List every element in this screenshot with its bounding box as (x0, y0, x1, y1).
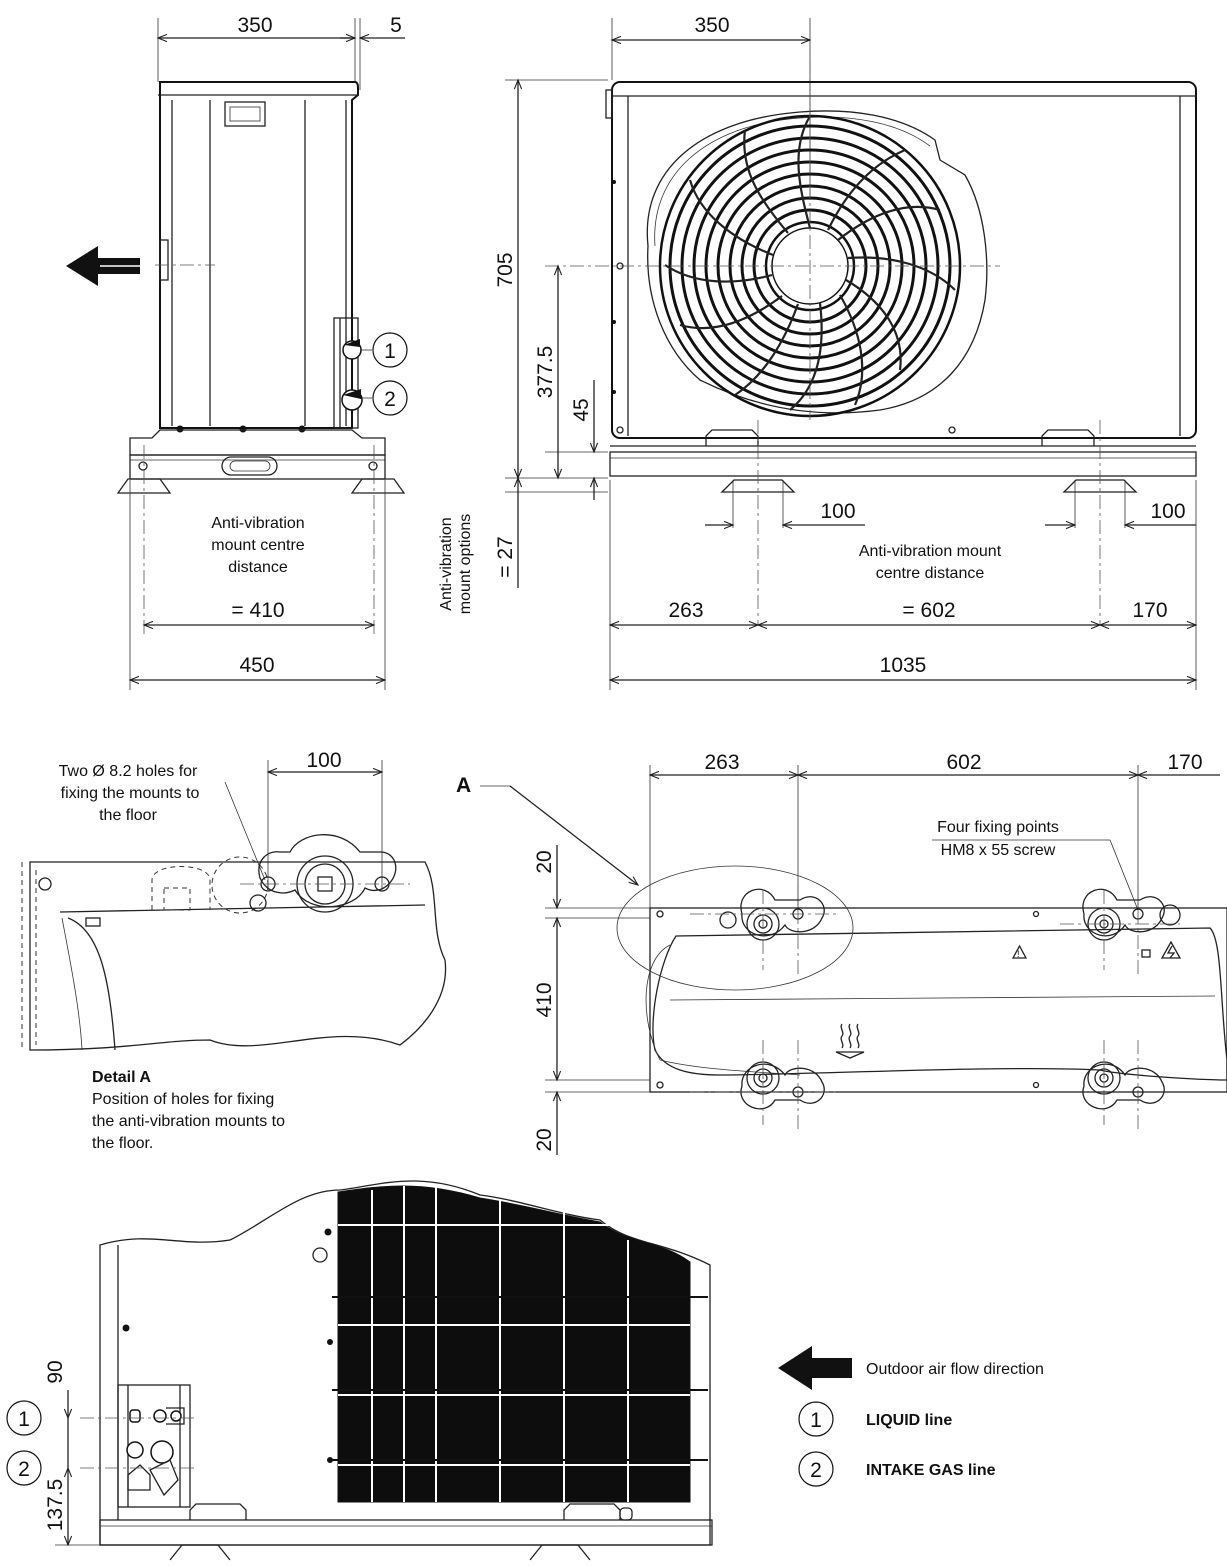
detail-title: Detail A (92, 1069, 151, 1086)
warning-icon (1011, 944, 1028, 959)
svg-text:!: ! (1017, 949, 1020, 959)
detail-a: Two Ø 8.2 holes for fixing the mounts to… (21, 749, 447, 1152)
top-fixing-note-2: HM8 x 55 screw (941, 842, 1056, 859)
top-unit-body (652, 927, 1227, 1081)
side-valve-block (333, 317, 359, 429)
detail-hole-spacing-dim: 100 (306, 749, 341, 772)
side-depth-dim: 350 (237, 14, 272, 37)
front-base (609, 451, 1197, 477)
top-right-dim: 170 (1167, 751, 1202, 774)
bottom-margin-dim: 20 (533, 1128, 556, 1151)
manual-icon (1141, 949, 1151, 958)
front-cabinet (611, 81, 1197, 439)
legend-item-2-number: 2 (810, 1459, 822, 1482)
top-left-dim: 263 (704, 751, 739, 774)
front-mount-note-1: Anti-vibration mount (859, 543, 1002, 560)
side-mount-note-2: mount centre (211, 537, 304, 554)
detail-description-2: the anti-vibration mounts to (92, 1113, 285, 1130)
side-mount-note-3: distance (228, 559, 288, 576)
connection-callout-2: 2 (18, 1458, 30, 1481)
top-depth-dim: 410 (533, 982, 556, 1017)
connection-valve-panel (117, 1384, 191, 1508)
detail-description-1: Position of holes for fixing (92, 1091, 274, 1108)
front-mount-options-note-1: Anti-vibration (438, 517, 455, 610)
connection-liquid-pitch-dim: 90 (44, 1360, 67, 1383)
legend-item-2-label: INTAKE GAS line (866, 1462, 996, 1479)
top-base-plate (649, 907, 1227, 1093)
detail-marker: A (456, 774, 471, 797)
front-mount-right-dim: 100 (1150, 500, 1185, 523)
heat-icon (835, 1023, 865, 1059)
legend-airflow-label: Outdoor air flow direction (866, 1361, 1044, 1378)
side-cabinet (159, 81, 359, 429)
legend: Outdoor air flow direction 1 LIQUID line… (778, 1346, 1044, 1487)
front-height-dim: 705 (494, 252, 517, 287)
legend-item-1-label: LIQUID line (866, 1412, 952, 1429)
front-mount-left-dim: 100 (820, 500, 855, 523)
detail-base-plate (29, 861, 447, 1051)
top-centre-dim: 602 (946, 751, 981, 774)
electrical-warning-icon (1160, 940, 1182, 959)
detail-description-3: the floor. (92, 1135, 153, 1152)
connection-callout-1: 1 (18, 1408, 30, 1431)
detail-a-ellipse (616, 865, 854, 991)
front-view: 350 (438, 14, 1198, 690)
front-right-dim: 170 (1132, 599, 1167, 622)
detail-mount (258, 834, 397, 908)
front-fan-shroud (646, 110, 988, 414)
airflow-direction-arrow (778, 1346, 852, 1390)
side-base (129, 429, 386, 456)
detail-holes-note-2: fixing the mounts to (61, 785, 200, 802)
connection-coil (337, 1185, 691, 1503)
side-mount-centre-dim: = 410 (231, 599, 284, 622)
connection-unit-outline (99, 1180, 711, 1546)
side-view: 350 5 1 2 (66, 14, 408, 690)
legend-item-1-number: 1 (810, 1409, 822, 1432)
detail-holes-note-1: Two Ø 8.2 holes for (59, 763, 198, 780)
top-fixing-note-1: Four fixing points (937, 819, 1059, 836)
front-mount-options-note-2: mount options (457, 514, 474, 615)
front-left-dim: 263 (668, 599, 703, 622)
side-mount-note-1: Anti-vibration (211, 515, 304, 532)
front-centre-dim: = 602 (902, 599, 955, 622)
top-view: A 263 602 170 Four fixing points HM8 x 5… (456, 751, 1227, 1155)
connection-base (99, 1519, 713, 1546)
side-base-width-dim: 450 (239, 654, 274, 677)
front-fan-offset-dim: 350 (694, 14, 729, 37)
connection-view: 90 137.5 1 2 (6, 1180, 713, 1561)
front-mount-note-2: centre distance (876, 565, 985, 582)
connection-gas-height-dim: 137.5 (44, 1479, 67, 1532)
front-width-dim: 1035 (880, 654, 927, 677)
front-fan-height-dim: 377.5 (534, 346, 557, 399)
front-mount-options-dim: = 27 (494, 536, 517, 577)
side-offset-dim: 5 (390, 14, 402, 37)
side-callout-1: 1 (384, 340, 396, 363)
top-margin-dim: 20 (533, 850, 556, 873)
front-base-height-dim: 45 (570, 398, 593, 421)
detail-holes-note-3: the floor (99, 807, 157, 824)
side-callout-2: 2 (384, 388, 396, 411)
